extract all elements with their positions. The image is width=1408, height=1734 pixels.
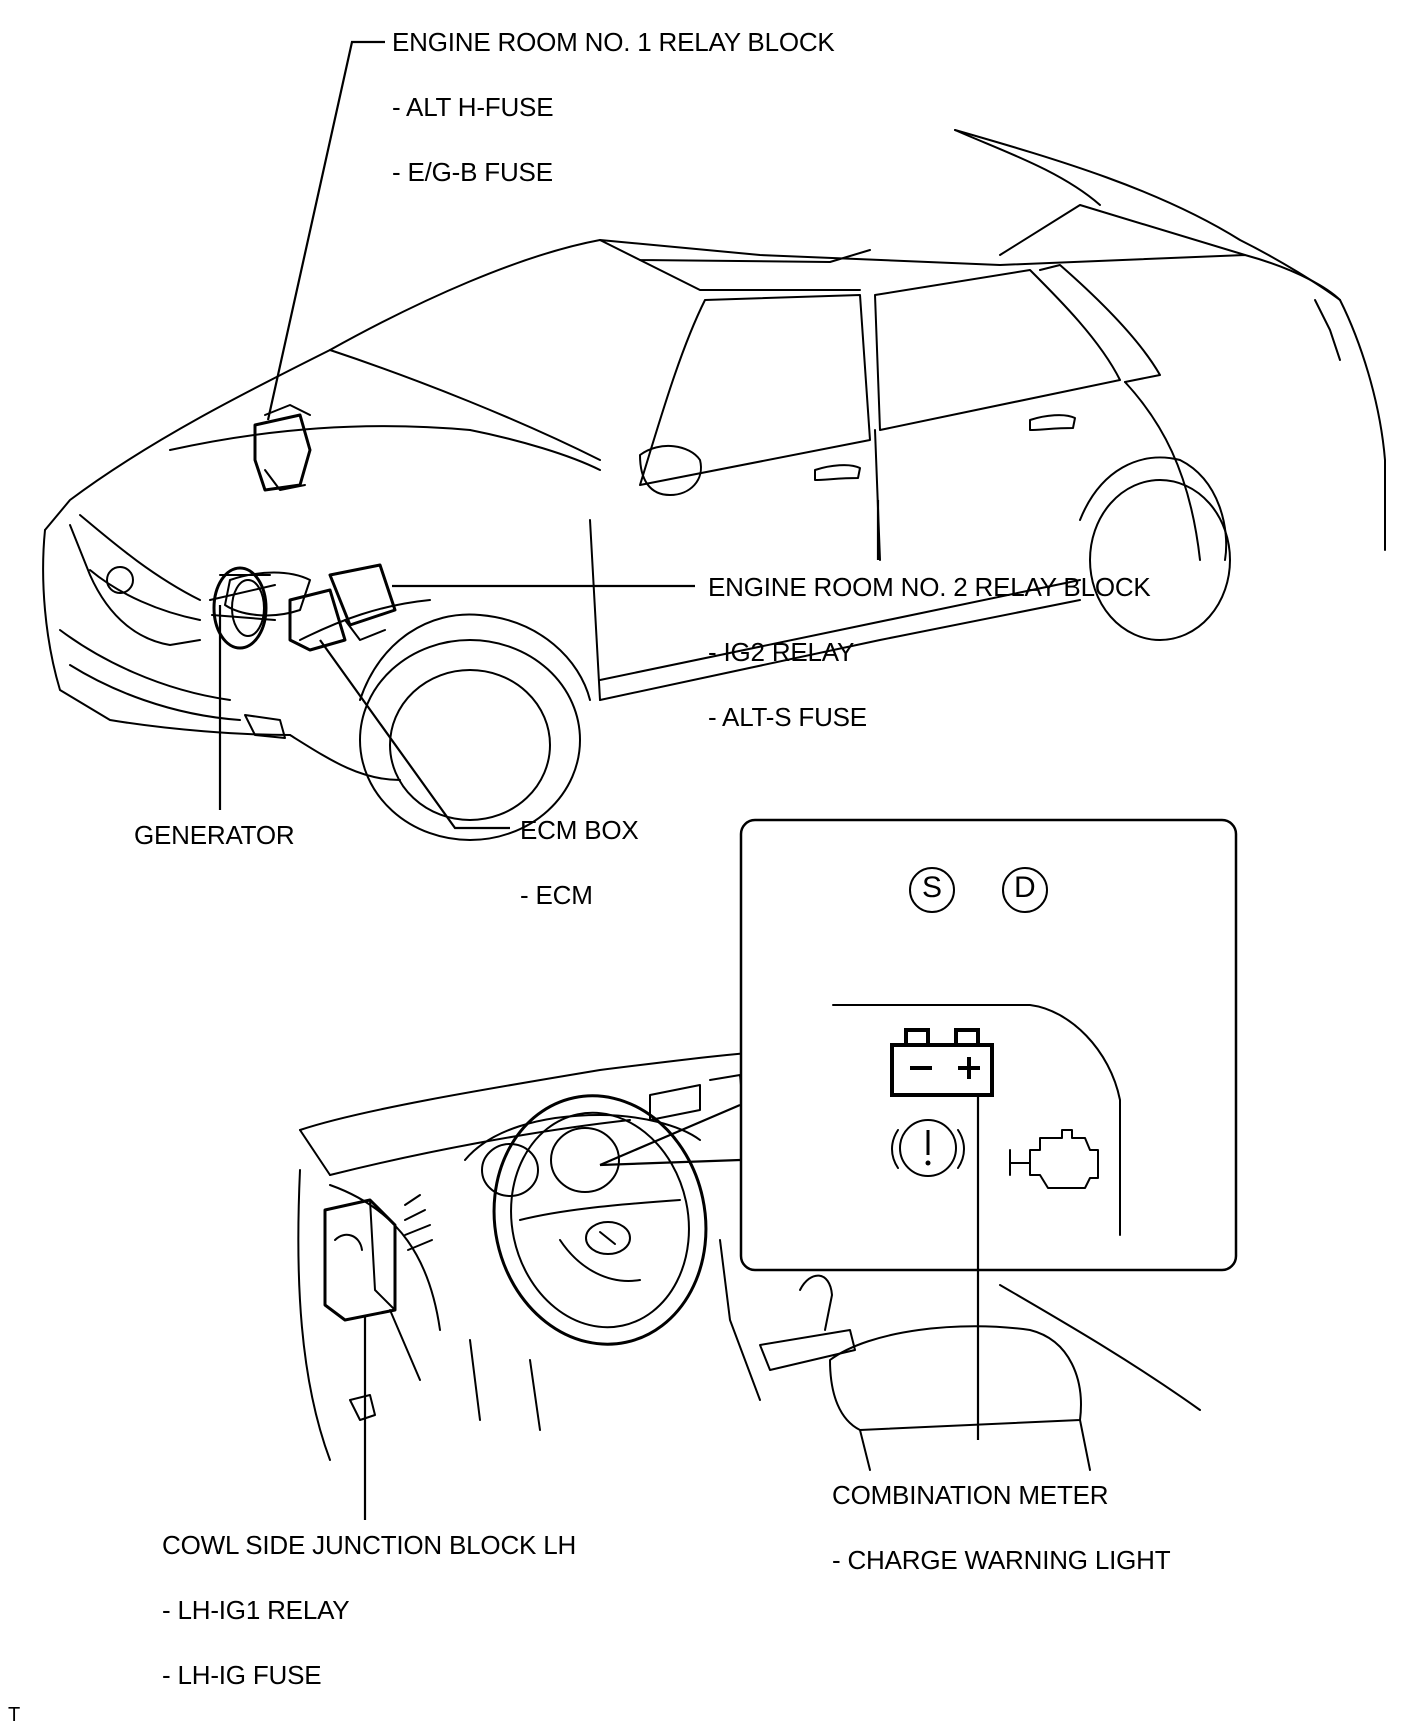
car-illustration — [42, 129, 1386, 841]
indicator-d: D — [1014, 871, 1036, 904]
ecm-box-title: ECM BOX — [520, 815, 639, 845]
indicator-s: S — [922, 871, 942, 904]
ecm-box-item-ecm: - ECM — [520, 880, 593, 910]
relay-block-2-item-alt-s-fuse: - ALT-S FUSE — [708, 702, 867, 732]
relay-block-1-icon — [253, 404, 312, 492]
cowl-junction-title: COWL SIDE JUNCTION BLOCK LH — [162, 1530, 577, 1560]
relay-block-1-title: ENGINE ROOM NO. 1 RELAY BLOCK — [392, 27, 835, 57]
generator-label: GENERATOR — [134, 820, 295, 850]
relay-block-1-item-alt-h-fuse: - ALT H-FUSE — [392, 92, 554, 122]
relay-block-2-item-ig2-relay: - IG2 RELAY — [708, 637, 855, 667]
dashboard-illustration — [297, 1049, 1201, 1471]
leader-lines — [218, 40, 880, 830]
combination-meter-title: COMBINATION METER — [832, 1480, 1109, 1510]
corner-mark: T — [8, 1704, 21, 1726]
cowl-junction-item-lh-ig-fuse: - LH-IG FUSE — [162, 1660, 322, 1690]
cowl-junction-item-lh-ig1-relay: - LH-IG1 RELAY — [162, 1595, 350, 1625]
generator-icon — [209, 566, 276, 650]
combination-meter-item-charge-warning: - CHARGE WARNING LIGHT — [832, 1545, 1171, 1575]
combination-meter-inset — [739, 818, 1238, 1440]
relay-block-2-title: ENGINE ROOM NO. 2 RELAY BLOCK — [708, 572, 1151, 602]
relay-block-2-icon — [288, 563, 397, 652]
relay-block-1-item-eg-b-fuse: - E/G-B FUSE — [392, 157, 553, 187]
